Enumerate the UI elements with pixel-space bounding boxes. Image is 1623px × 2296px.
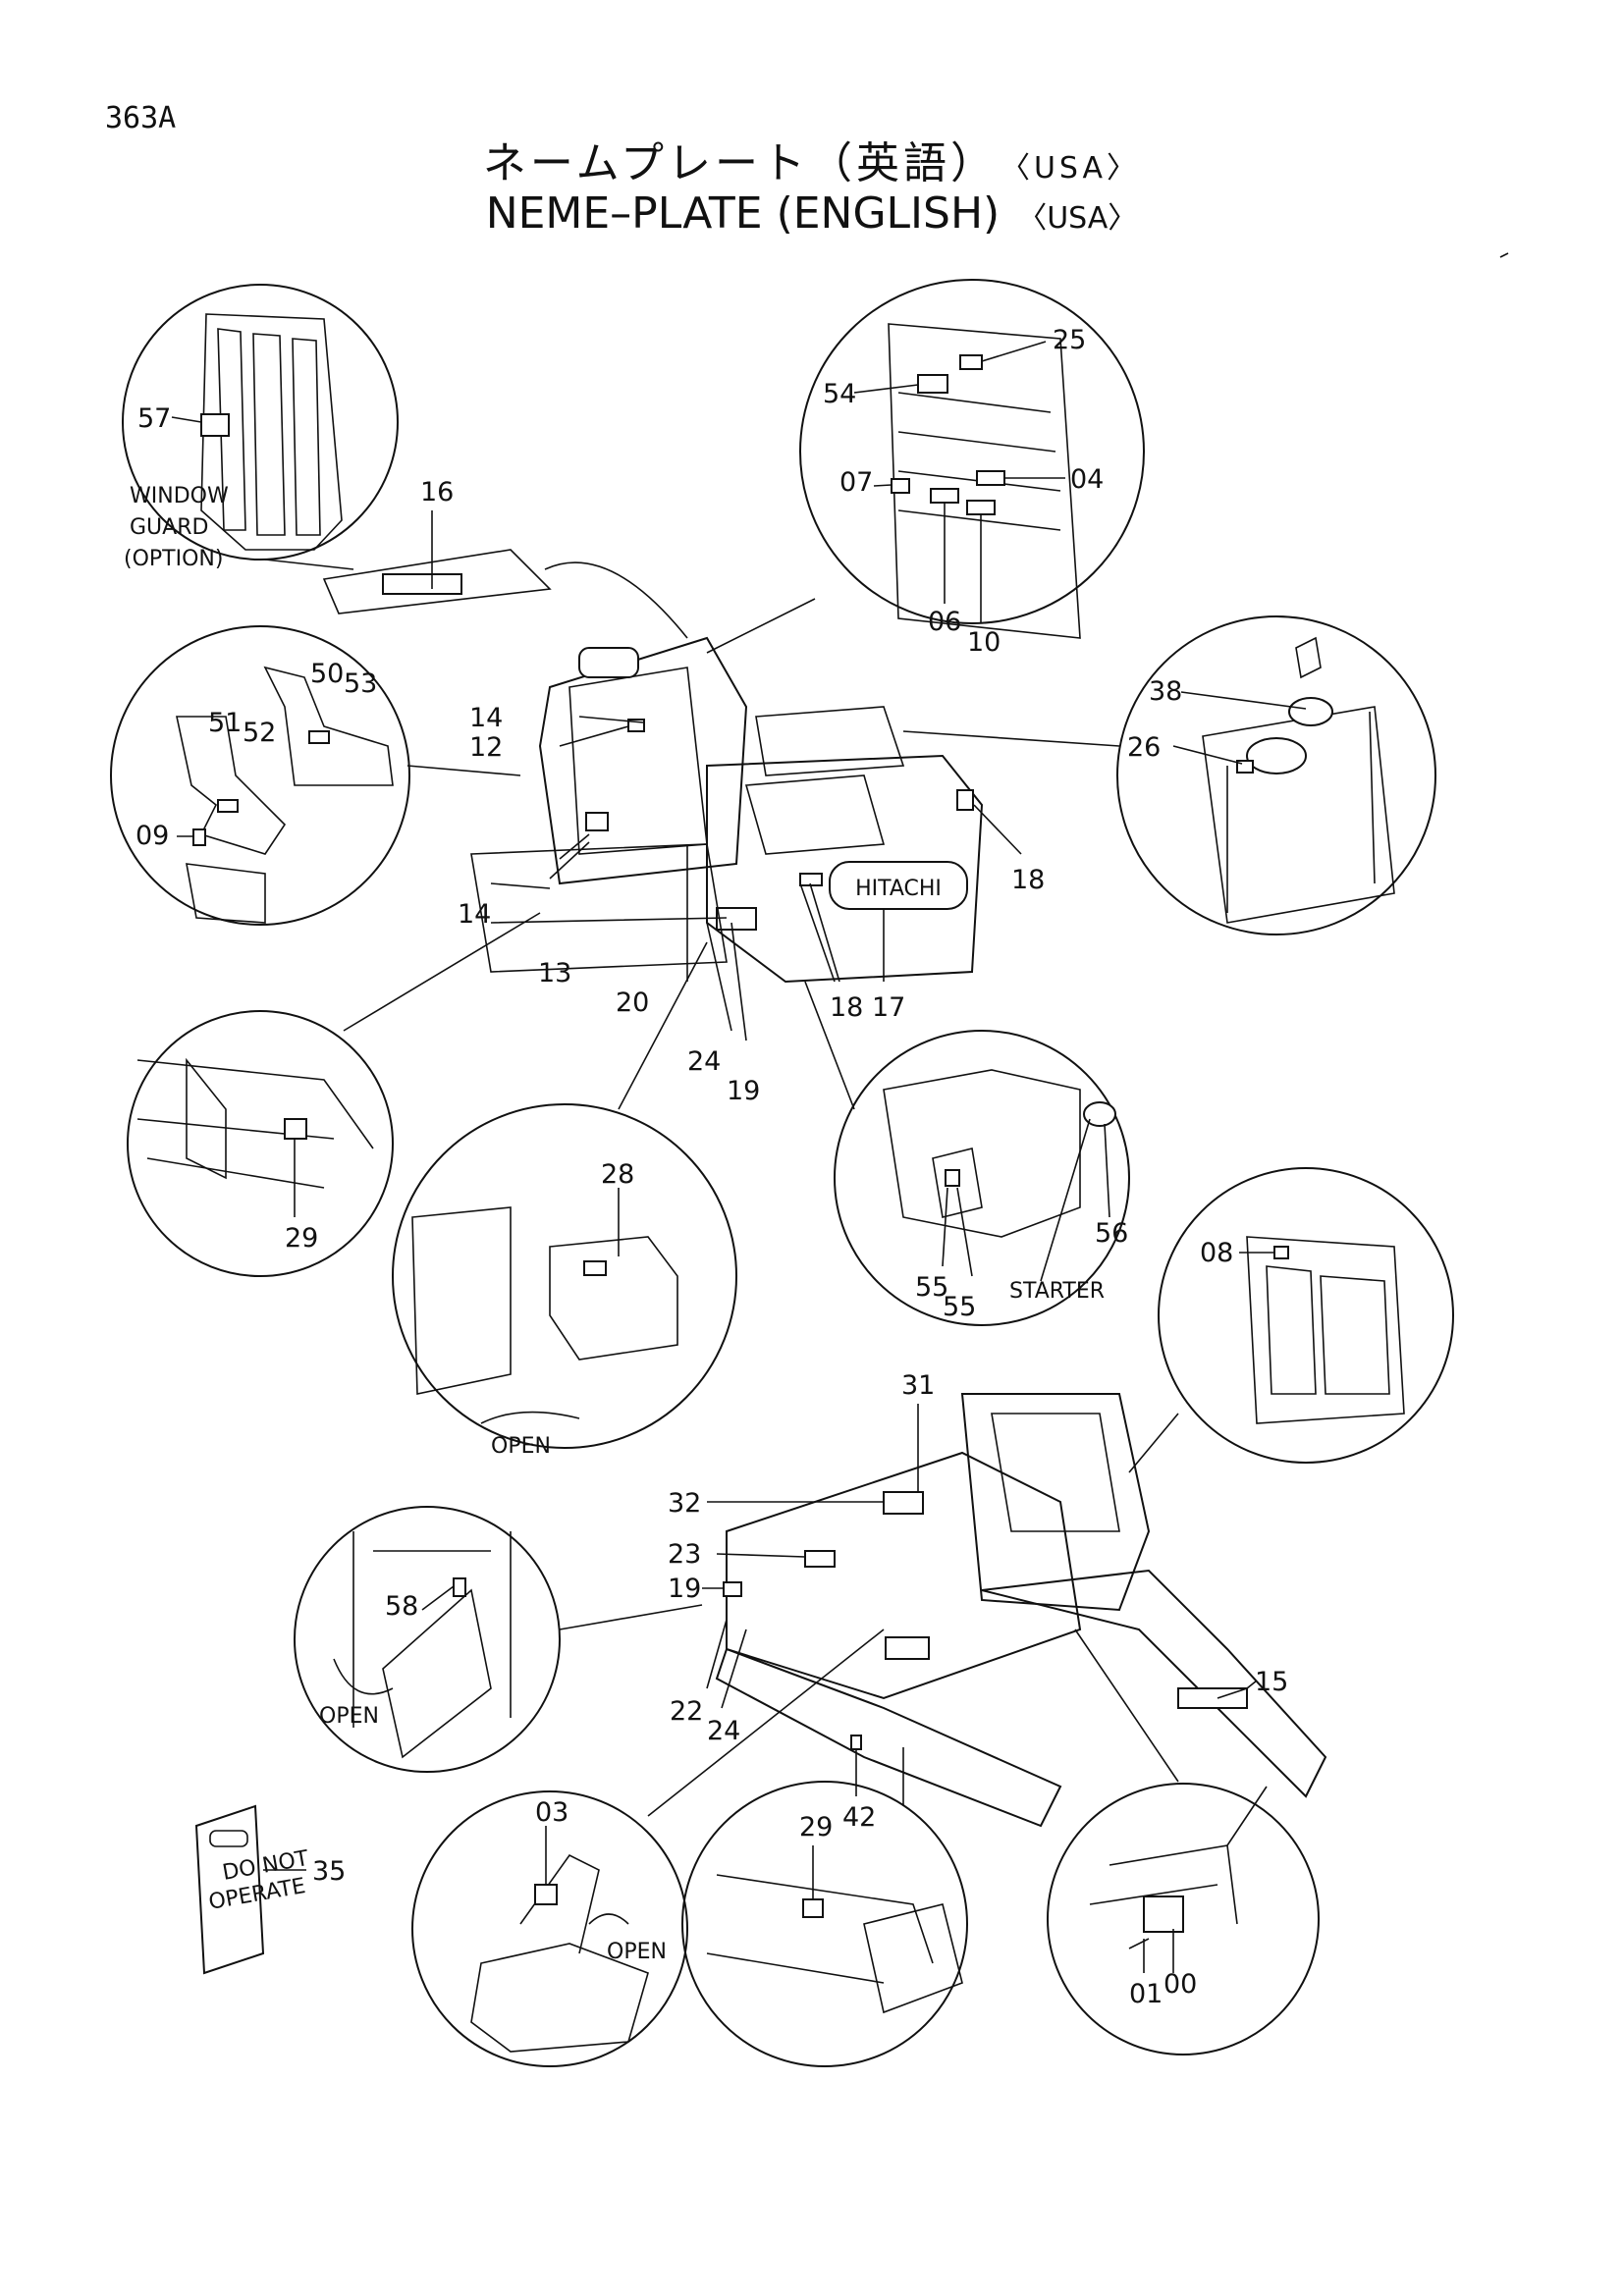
callout-12: 12	[469, 732, 503, 763]
label-open-battery: OPEN	[491, 1434, 551, 1459]
callout-22: 22	[670, 1696, 703, 1727]
callout-51: 51	[208, 708, 242, 738]
do-not-operate-tag: DO NOT OPERATE 35	[194, 1804, 346, 1975]
title-english-text: NEME–PLATE (ENGLISH)	[485, 188, 1001, 239]
title-japanese: ネームプレート（英語） 〈USA〉	[0, 128, 1623, 190]
callout-32: 32	[668, 1488, 701, 1519]
detail-window-guard: 57 WINDOW GUARD (OPTION)	[122, 284, 399, 571]
callout-57: 57	[137, 403, 171, 434]
detail-battery: 28 OPEN	[392, 941, 737, 1459]
label-guard: GUARD	[130, 515, 208, 540]
brand-label: HITACHI	[855, 877, 942, 901]
callout-53: 53	[344, 668, 377, 699]
region-tag-en: 〈USA〉	[1017, 201, 1138, 236]
callout-25: 25	[1053, 325, 1086, 355]
detail-control-levers: 50 53 51 52 09	[110, 625, 521, 926]
callout-14a: 14	[469, 703, 503, 733]
label-option: (OPTION)	[124, 547, 223, 571]
detail-starter: 55 55 56 STARTER	[804, 981, 1130, 1326]
callout-19b: 19	[668, 1574, 701, 1604]
callout-29a: 29	[285, 1223, 318, 1254]
stray-mark	[1499, 252, 1509, 258]
callout-55b: 55	[943, 1292, 976, 1322]
callout-52: 52	[243, 718, 276, 748]
detail-track-frame-b: 29	[681, 1747, 968, 2067]
region-tag-jp: 〈USA〉	[1014, 151, 1141, 186]
title-english: NEME–PLATE (ENGLISH) 〈USA〉	[0, 188, 1623, 239]
callout-07: 07	[839, 467, 873, 498]
label-window: WINDOW	[130, 484, 229, 508]
callout-50: 50	[310, 659, 344, 689]
excavator-front-view: 31 32 23 19 22 24 15 42	[668, 1370, 1327, 1833]
callout-01: 01	[1129, 1979, 1163, 2009]
detail-serial-plate: 01 00	[1047, 1629, 1320, 2056]
callout-13: 13	[538, 958, 571, 988]
callout-56: 56	[1095, 1218, 1128, 1249]
callout-31: 31	[901, 1370, 935, 1401]
detail-track-frame-a: 29	[127, 912, 541, 1277]
callout-23: 23	[668, 1539, 701, 1570]
callout-18b: 18	[1011, 865, 1045, 895]
callout-10: 10	[967, 627, 1001, 658]
label-open-toolbox: OPEN	[607, 1940, 667, 1964]
label-open-side: OPEN	[319, 1704, 379, 1729]
callout-08: 08	[1200, 1238, 1233, 1268]
callout-58: 58	[385, 1591, 418, 1622]
callout-06: 06	[928, 607, 961, 637]
detail-toolbox: 03 OPEN	[411, 1629, 885, 2067]
detail-cab-interior: 25 54 07 04 06 10	[706, 279, 1145, 658]
callout-29b: 29	[799, 1812, 833, 1842]
callout-24a: 24	[687, 1046, 721, 1077]
callout-55a: 55	[915, 1272, 948, 1303]
callout-17: 17	[872, 992, 905, 1023]
page-number: 363A	[105, 101, 177, 135]
callout-35: 35	[312, 1856, 346, 1887]
label-starter: STARTER	[1009, 1279, 1105, 1304]
callout-03: 03	[535, 1797, 568, 1828]
callout-09: 09	[135, 821, 169, 851]
title-japanese-text: ネームプレート（英語）	[482, 138, 998, 188]
callout-18a: 18	[830, 992, 863, 1023]
callout-38: 38	[1149, 676, 1182, 707]
callout-26: 26	[1127, 732, 1161, 763]
excavator-rear-view: 16 HITACHI 14 12 14 13 20 24 19 18	[322, 477, 1045, 1106]
detail-cab-door: 08	[1128, 1167, 1454, 1473]
callout-24b: 24	[707, 1716, 740, 1746]
callout-00: 00	[1163, 1969, 1197, 2000]
detail-engine-box: 38 26	[902, 615, 1436, 935]
callout-42: 42	[842, 1802, 876, 1833]
callout-15: 15	[1255, 1667, 1288, 1697]
callout-20: 20	[616, 988, 649, 1018]
callout-14b: 14	[458, 899, 491, 930]
detail-side-door: 58 OPEN	[294, 1506, 703, 1773]
callout-19a: 19	[727, 1076, 760, 1106]
callout-54: 54	[823, 379, 856, 409]
callout-28: 28	[601, 1159, 634, 1190]
callout-16: 16	[420, 477, 454, 507]
callout-04: 04	[1070, 464, 1104, 495]
